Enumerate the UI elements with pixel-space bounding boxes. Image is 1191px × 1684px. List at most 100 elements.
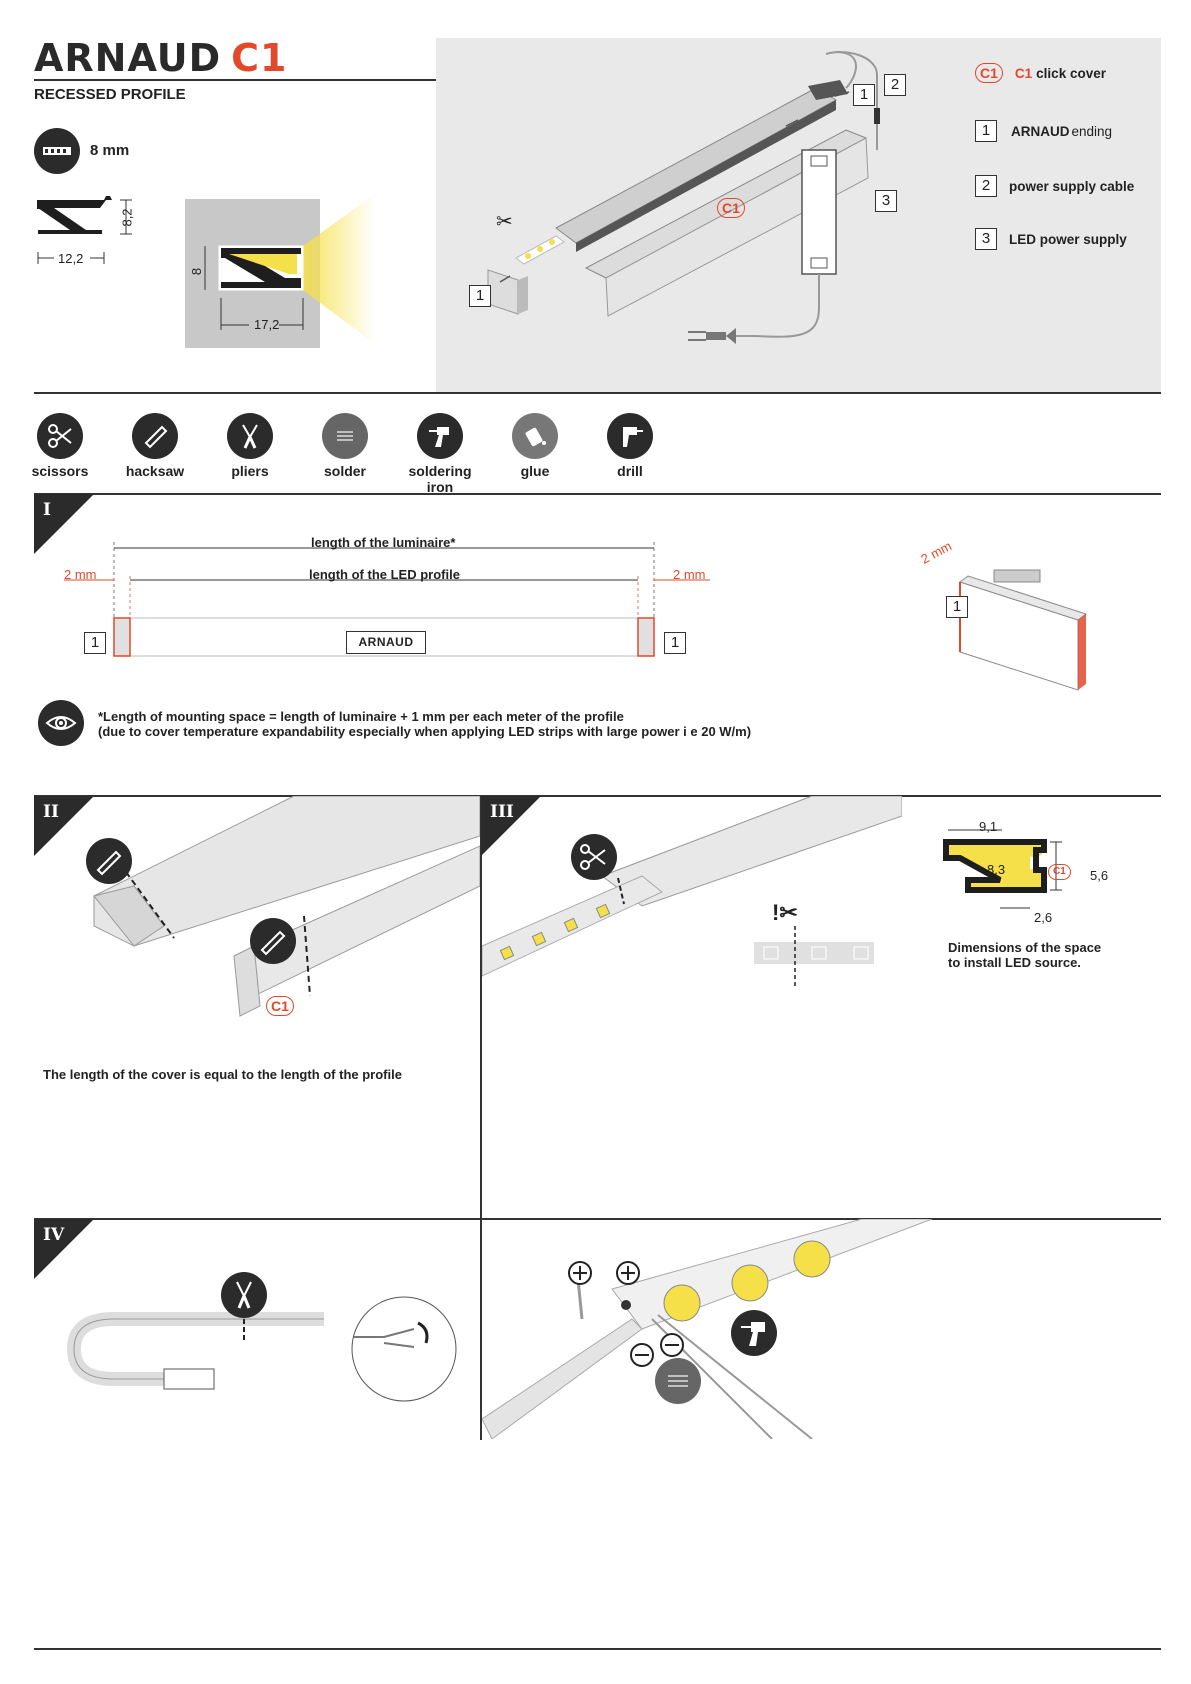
dim-bottom: 2,6: [1034, 910, 1053, 925]
eye-icon: [38, 700, 84, 746]
note-line2: (due to cover temperature expandability …: [98, 724, 752, 739]
footer-rule: [34, 1648, 1161, 1650]
end-cap-num: 1: [946, 596, 968, 618]
exploded-view-drawing: ✂: [487, 51, 880, 344]
section-2-drawing: [93, 796, 480, 1017]
section-1-badge: I: [34, 494, 94, 554]
exploded-num1-left: 1: [469, 285, 491, 307]
soldering-iron-icon: [731, 1310, 777, 1356]
header-divider: [34, 392, 1161, 394]
section-3-badge: III: [481, 796, 541, 856]
hacksaw-icon: [86, 838, 132, 884]
pliers-icon: [227, 413, 273, 459]
led-strip-icon: [34, 128, 80, 174]
section3-caption-line2: to install LED source.: [948, 955, 1081, 970]
legend-item-cable: 2 power supply cable: [975, 175, 1134, 197]
section-4-solder-drawing: [482, 1219, 933, 1439]
legend-num: 1: [975, 120, 997, 142]
scissors-icon: [571, 834, 617, 880]
drill-icon: [607, 413, 653, 459]
section-1-diagram: [64, 542, 710, 657]
legend-label: power supply cable: [1009, 178, 1135, 194]
section-2-badge: II: [34, 796, 94, 856]
gap-right-label: 2 mm: [673, 567, 706, 582]
tool-pliers: pliers: [205, 413, 295, 479]
cut-here-icon: !✂: [772, 900, 798, 925]
note-line1: *Length of mounting space = length of lu…: [98, 709, 624, 724]
legend-c1-badge: C1: [975, 63, 1003, 83]
gap-left-label: 2 mm: [64, 567, 97, 582]
tool-soldering-iron: soldering iron: [395, 413, 485, 495]
scissors-icon: [37, 413, 83, 459]
section-4-cable-drawing: [66, 1296, 457, 1402]
hacksaw-icon: [132, 413, 178, 459]
tool-glue: glue: [490, 413, 580, 479]
section-roman: II: [43, 802, 59, 822]
profile-cross-section: [37, 196, 132, 264]
svg-text:✂: ✂: [496, 209, 513, 233]
legend-c1-prefix: C1: [1014, 65, 1033, 81]
section-1-rule: [34, 493, 1161, 495]
tool-drill: drill: [585, 413, 675, 479]
tool-label: glue: [520, 463, 550, 479]
section3-c1-badge: C1: [1048, 864, 1071, 880]
legend-c1: C1 C1 click cover: [975, 63, 1106, 83]
exploded-c1-badge: C1: [717, 198, 745, 218]
tool-hacksaw: hacksaw: [110, 413, 200, 479]
tool-solder: solder: [300, 413, 390, 479]
legend-label-bold: ARNAUD: [1011, 123, 1070, 139]
hacksaw-icon: [250, 918, 296, 964]
exploded-num2: 2: [884, 74, 906, 96]
end-cap-gap-label: 2 mm: [918, 538, 955, 567]
legend-c1-label: click cover: [1036, 65, 1106, 81]
profile-label: ARNAUD: [346, 631, 426, 654]
legend-item-ending: 1 ARNAUD ending: [975, 120, 1112, 142]
page-subtitle: RECESSED PROFILE: [34, 86, 186, 103]
solder-icon: [322, 413, 368, 459]
strip-width: 8 mm: [90, 142, 130, 159]
section-3-drawing: [482, 796, 902, 986]
tool-scissors: scissors: [15, 413, 105, 479]
section-2-rule: [34, 795, 1161, 797]
dim-top: 9,1: [979, 819, 998, 834]
tool-label: drill: [617, 463, 643, 479]
title-text: ARNAUD: [34, 36, 222, 80]
section2-caption: The length of the cover is equal to the …: [43, 1067, 402, 1082]
legend-label: LED power supply: [1009, 231, 1127, 247]
dim-mid: 8,3: [987, 862, 1006, 877]
length-luminaire-label: length of the luminaire*: [311, 535, 456, 550]
soldering-iron-icon: [417, 413, 463, 459]
section-roman: I: [43, 500, 51, 520]
section-4-rule: [34, 1218, 1161, 1220]
legend-item-power-supply: 3 LED power supply: [975, 228, 1127, 250]
section2-c1-badge: C1: [266, 996, 294, 1016]
tool-label: hacksaw: [125, 463, 185, 479]
section-roman: IV: [43, 1225, 65, 1245]
glue-icon: [512, 413, 558, 459]
end-right-num: 1: [664, 632, 686, 654]
dim-width: 12,2: [58, 251, 84, 266]
end-cap-3d: [958, 569, 1088, 691]
tool-label: soldering iron: [408, 463, 472, 495]
tool-label: solder: [323, 463, 366, 479]
legend-num: 2: [975, 175, 997, 197]
legend-label: ending: [1071, 123, 1113, 139]
led-space-profile: [943, 829, 1062, 909]
section3-caption-line1: Dimensions of the space: [948, 940, 1102, 955]
section-roman: III: [490, 802, 514, 822]
pliers-icon: [221, 1272, 267, 1318]
dim-install-height: 8: [189, 267, 205, 276]
legend-num: 3: [975, 228, 997, 250]
section-4-badge: IV: [34, 1219, 94, 1279]
column-divider: [480, 795, 482, 1440]
install-illustration: [204, 194, 375, 344]
dim-height: 8,2: [119, 208, 135, 227]
tool-label: scissors: [31, 463, 89, 479]
dim-install-width: 17,2: [254, 317, 280, 332]
exploded-num3: 3: [875, 190, 897, 212]
solder-icon: [655, 1358, 701, 1404]
title-rule: [34, 79, 436, 81]
exploded-num1-top: 1: [853, 84, 875, 106]
tool-label: pliers: [231, 463, 269, 479]
